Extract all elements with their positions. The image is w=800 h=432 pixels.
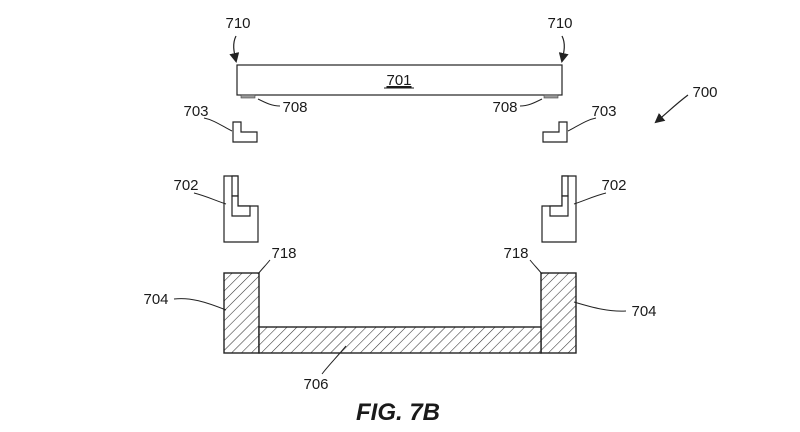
sidewall-704-left xyxy=(223,272,260,354)
bracket-702-left xyxy=(223,175,259,243)
pad-708-right xyxy=(543,94,559,99)
label-701: 701 xyxy=(386,72,411,89)
leader-702-right xyxy=(573,192,607,205)
arrow-700 xyxy=(654,94,689,124)
leader-718-left xyxy=(257,259,271,275)
base-706 xyxy=(258,326,542,354)
label-708-right: 708 xyxy=(492,99,517,116)
sidewall-704-right xyxy=(540,272,577,354)
label-703-right: 703 xyxy=(591,103,616,120)
panel-701 xyxy=(236,64,563,99)
label-702-right: 702 xyxy=(601,177,626,194)
label-702-left: 702 xyxy=(173,177,198,194)
label-703-left: 703 xyxy=(183,103,208,120)
leader-718-right xyxy=(529,259,543,275)
housing-704-706 xyxy=(223,272,577,354)
leader-706 xyxy=(321,345,347,375)
label-718-left: 718 xyxy=(271,245,296,262)
pad-708-left xyxy=(240,94,256,99)
label-708-left: 708 xyxy=(282,99,307,116)
leader-703-left xyxy=(203,117,233,132)
leader-708-right xyxy=(519,98,543,107)
bracket-702-right xyxy=(541,175,577,243)
arrow-710-left xyxy=(229,35,240,63)
leader-702-left xyxy=(193,192,227,205)
clip-703-right xyxy=(542,121,568,143)
label-718-right: 718 xyxy=(503,245,528,262)
label-710-right: 710 xyxy=(547,15,572,32)
clip-703-left xyxy=(232,121,258,143)
leader-703-right xyxy=(567,117,597,132)
figure-caption: FIG. 7B xyxy=(356,399,440,426)
label-706: 706 xyxy=(303,376,328,393)
leader-704-left xyxy=(173,298,227,311)
label-710-left: 710 xyxy=(225,15,250,32)
label-700: 700 xyxy=(692,84,717,101)
label-704-left: 704 xyxy=(143,291,168,308)
arrow-710-right xyxy=(558,35,569,63)
label-704-right: 704 xyxy=(631,303,656,320)
leader-708-left xyxy=(257,98,281,107)
leader-704-right xyxy=(573,301,627,312)
